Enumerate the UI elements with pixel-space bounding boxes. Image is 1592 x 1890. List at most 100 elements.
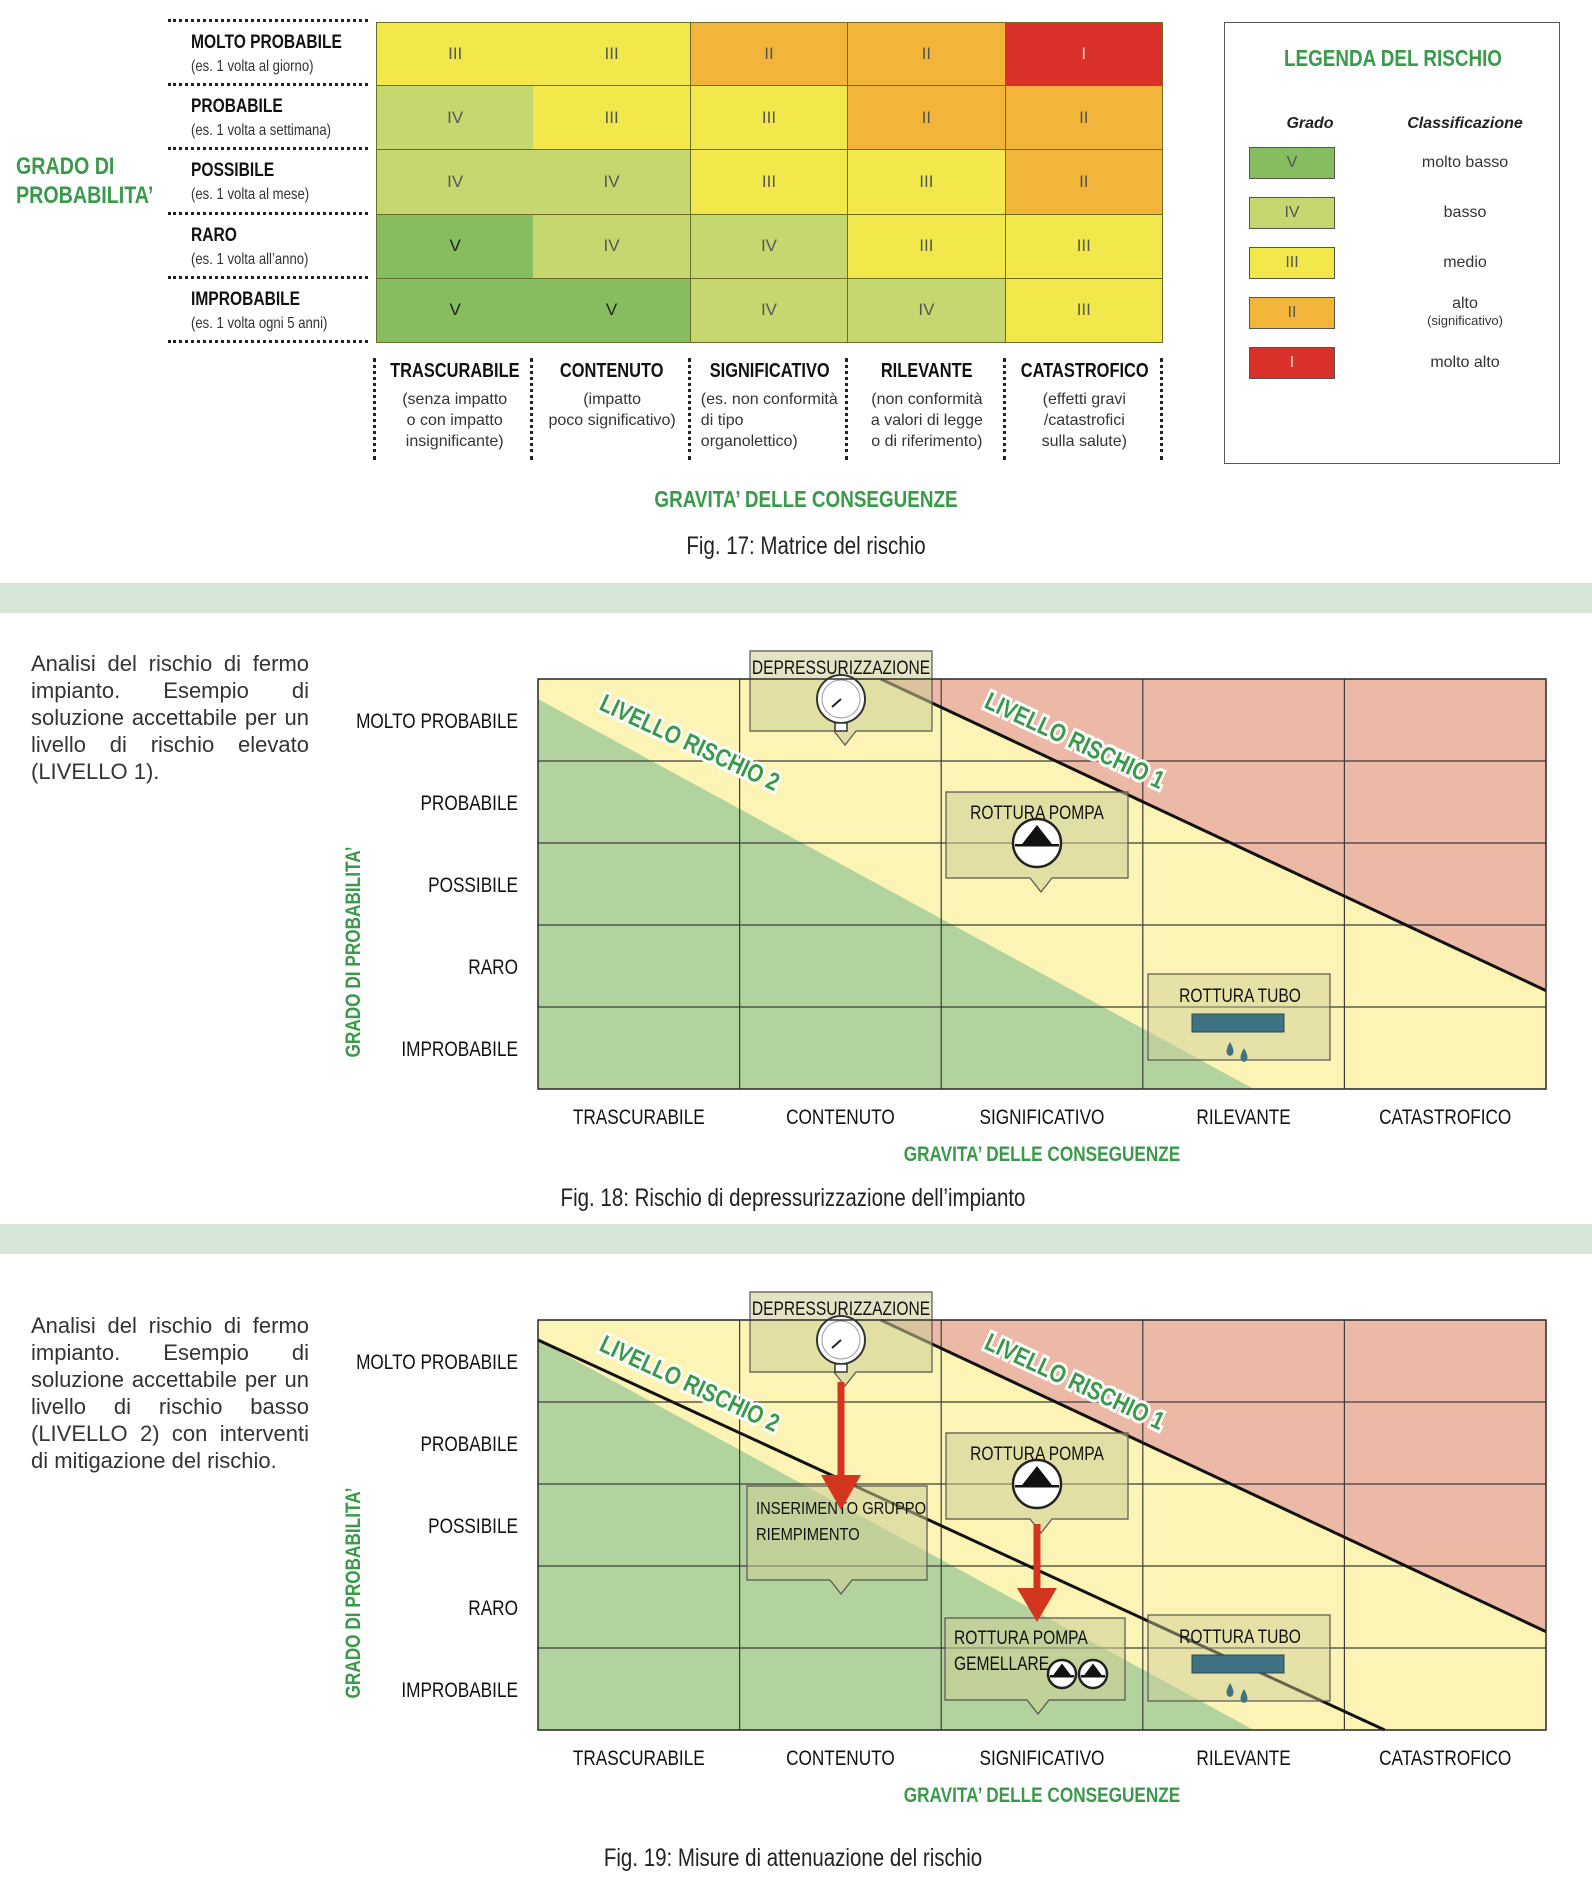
- fig17-matrix-cell: III: [533, 22, 691, 87]
- gauge-needle: [831, 698, 842, 708]
- fig17-column-separator: [845, 358, 849, 460]
- fig17-row-separator: [168, 340, 368, 343]
- fig17-row-example: (es. 1 volta al mese): [191, 186, 310, 204]
- column-label: TRASCURABILE: [573, 1748, 705, 1771]
- fig17-matrix-cell: IV: [690, 278, 849, 343]
- refill-group-label-line2: RIEMPIMENTO: [756, 1525, 860, 1545]
- pipe-failure-label: ROTTURA TUBO: [1179, 1626, 1301, 1648]
- column-label: CATASTROFICO: [1379, 1748, 1511, 1771]
- water-drop-icon: [1240, 1048, 1248, 1062]
- legend-label-text: molto basso: [1421, 154, 1509, 171]
- fig17-matrix-cell: IV: [533, 150, 691, 215]
- fig17-row-label: RARO(es. 1 volta all’anno): [191, 225, 308, 269]
- legend-swatch: IV: [1249, 197, 1335, 229]
- fig17-matrix-cell: III: [848, 214, 1006, 279]
- fig17-matrix-cell: V: [376, 214, 535, 279]
- row-label: POSSIBILE: [428, 1516, 518, 1539]
- fig17-prob-axis-line1: GRADO DI: [16, 153, 115, 180]
- row-label: MOLTO PROBABILE: [356, 1352, 518, 1375]
- fig17-row-example: (es. 1 volta a settimana): [191, 122, 332, 140]
- pipe-icon: [1191, 1654, 1285, 1674]
- y-axis-label: GRADO DI PROBABILITA’: [343, 1488, 366, 1699]
- fig17-column-name: CATASTROFICO: [1020, 360, 1149, 382]
- risk-legend: LEGENDA DEL RISCHIO Grado Classificazion…: [1224, 22, 1560, 464]
- fig17-row-separator: [168, 83, 368, 87]
- fig17-matrix-cell: III: [690, 86, 849, 151]
- fig17-matrix-cell: V: [376, 278, 535, 343]
- fig17-matrix-cell: II: [848, 86, 1006, 151]
- column-label: RILEVANTE: [1196, 1748, 1290, 1771]
- fig17-column-separator: [1002, 358, 1006, 460]
- fig17-matrix-cell: III: [1005, 214, 1163, 279]
- legend-swatch: III: [1249, 247, 1335, 279]
- pump-failure-label: ROTTURA POMPA: [970, 1443, 1104, 1465]
- mitigation-arrow-head: [821, 1475, 861, 1510]
- column-label: SIGNIFICATIVO: [980, 1748, 1105, 1771]
- fig17-severity-axis-label: GRAVITA’ DELLE CONSEGUENZE: [654, 486, 958, 512]
- fig17-matrix-cell: II: [690, 22, 849, 87]
- legend-label: alto(significativo): [1395, 295, 1535, 328]
- legend-label-text: basso: [1443, 204, 1487, 221]
- fig19-description: Analisi del rischio di fermo impianto. E…: [31, 1313, 309, 1473]
- row-label: RARO: [468, 1598, 518, 1621]
- water-drop-icon: [1240, 1689, 1248, 1703]
- fig17-matrix-cell: III: [1005, 278, 1163, 343]
- fig18-caption: Fig. 18: Rischio di depressurizzazione d…: [560, 1184, 1026, 1212]
- pipe-icon: [1191, 1013, 1285, 1033]
- legend-col-grade: Grado: [1286, 115, 1334, 132]
- chart-border: [537, 678, 1547, 1090]
- pipe-failure-callout: [1147, 1614, 1331, 1702]
- x-axis-label: GRAVITA’ DELLE CONSEGUENZE: [904, 1785, 1181, 1808]
- pump-triangle: [1084, 1663, 1102, 1675]
- fig17-matrix-cell: III: [376, 22, 535, 87]
- fig17-row-name: RARO: [191, 224, 237, 246]
- legend-col-class: Classificazione: [1407, 115, 1523, 132]
- column-label: CONTENUTO: [786, 1748, 895, 1771]
- fig17-matrix-cell: I: [1005, 22, 1163, 87]
- risk-level-1-line: [880, 677, 1547, 992]
- fig17-matrix-cell: IV: [848, 278, 1006, 343]
- fig17-row-separator: [168, 147, 368, 151]
- pump-baseline: [1015, 1485, 1059, 1488]
- legend-swatch: I: [1249, 347, 1335, 379]
- legend-label-sub: (significativo): [1427, 313, 1503, 328]
- fig17-matrix-cell: V: [533, 278, 691, 343]
- fig17-matrix-cell: IV: [376, 150, 535, 215]
- fig17-matrix-cell: IV: [533, 214, 691, 279]
- fig17-caption: Fig. 17: Matrice del rischio: [686, 532, 926, 560]
- row-label: POSSIBILE: [428, 875, 518, 898]
- depressurization-label: DEPRESSURIZZAZIONE: [752, 657, 930, 679]
- fig17-column-name: CONTENUTO: [560, 360, 664, 382]
- zone-green: [538, 699, 1254, 1089]
- fig17-row-separator: [168, 19, 368, 22]
- gauge-connector: [834, 1363, 848, 1373]
- gauge-dial-ring: [821, 679, 861, 719]
- legend-label-text: molto alto: [1430, 354, 1500, 371]
- fig17-column-name: RILEVANTE: [881, 360, 973, 382]
- fig17-row-name: IMPROBABILE: [191, 288, 301, 310]
- water-drop-icon: [1226, 1683, 1234, 1697]
- fig17-matrix-cell: II: [1005, 150, 1163, 215]
- fig17-prob-axis-label: GRADO DI PROBABILITA’: [16, 152, 153, 210]
- depressurization-label: DEPRESSURIZZAZIONE: [752, 1298, 930, 1320]
- legend-swatch: V: [1249, 147, 1335, 179]
- x-axis-label: GRAVITA’ DELLE CONSEGUENZE: [904, 1144, 1181, 1167]
- fig17-row-example: (es. 1 volta al giorno): [191, 58, 314, 75]
- column-label: CONTENUTO: [786, 1107, 895, 1130]
- legend-label: medio: [1395, 254, 1535, 272]
- fig17-row-label: IMPROBABILE (es. 1 volta ogni 5 anni): [191, 289, 327, 333]
- legend-label: molto alto: [1395, 354, 1535, 372]
- mitigation-arrow-head: [1017, 1588, 1057, 1622]
- water-drop-icon: [1226, 1042, 1234, 1056]
- pump-triangle: [1022, 1466, 1052, 1485]
- fig17-row-example: (es. 1 volta ogni 5 anni): [191, 314, 328, 332]
- fig17-column-name: SIGNIFICATIVO: [709, 360, 830, 382]
